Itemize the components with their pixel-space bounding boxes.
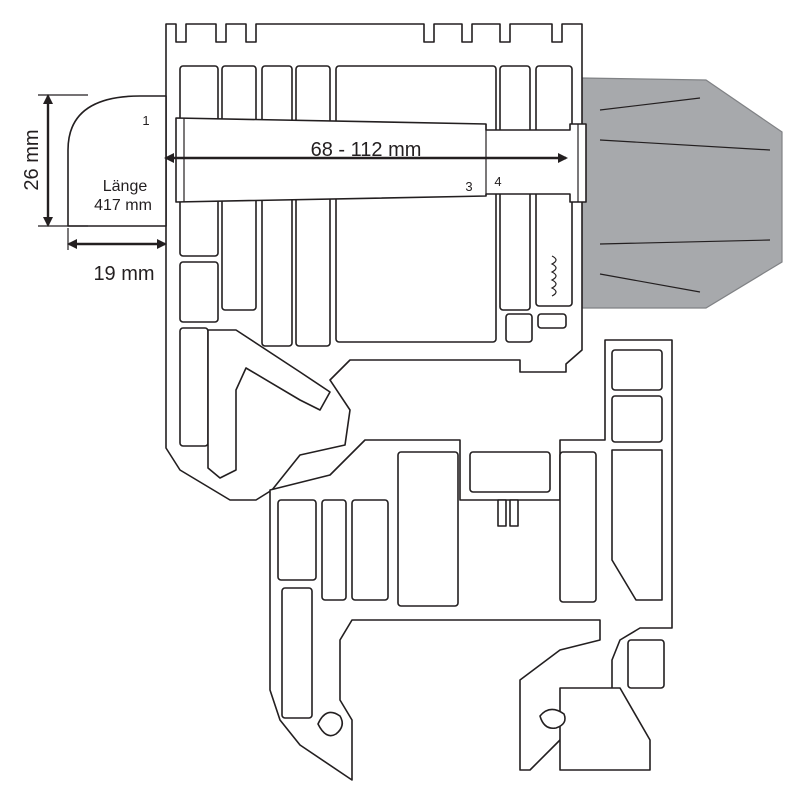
frame-rebate (207, 329, 331, 479)
drip-hook-right (539, 708, 566, 730)
seal-groove-teeth (550, 255, 557, 297)
end-cap-profile (67, 95, 167, 227)
width-label: 19 mm (93, 263, 154, 285)
callout-3: 3 (465, 179, 472, 194)
sash-lock-pins (497, 499, 519, 527)
sash-chambers (277, 349, 665, 771)
length-label: Länge (103, 178, 148, 195)
range-label: 68 - 112 mm (311, 139, 422, 161)
callout-4: 4 (494, 174, 501, 189)
height-label: 26 mm (21, 129, 43, 190)
length-value: 417 mm (94, 197, 152, 214)
grey-seal-block (581, 77, 783, 309)
drip-hook (317, 711, 344, 737)
grey-seal-lines (599, 97, 771, 293)
callout-1: 1 (142, 113, 149, 128)
